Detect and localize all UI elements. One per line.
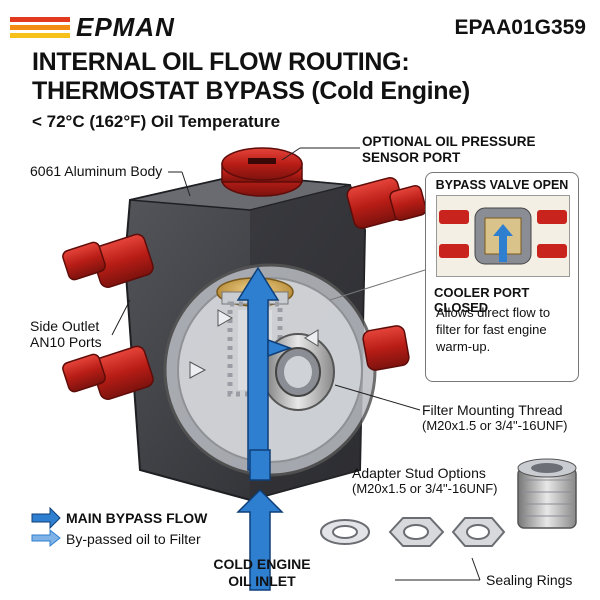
- cold-inlet-label: COLD ENGINE OIL INLET: [202, 556, 322, 590]
- product-sku: EPAA01G359: [454, 16, 586, 39]
- legend-bypassed-oil: By-passed oil to Filter: [66, 531, 201, 547]
- sensor-port-label-line-1: OPTIONAL OIL PRESSURE: [362, 134, 536, 149]
- main-bypass-flow-arrows: [236, 266, 293, 591]
- bypass-valve-inset: BYPASS VALVE OPEN COOLER PORT CLOSED All…: [425, 172, 579, 382]
- adapter-options-title: Adapter Stud Options: [352, 465, 486, 481]
- inset-title: BYPASS VALVE OPEN: [435, 178, 569, 192]
- adapter-options-label: Adapter Stud Options (M20x1.5 or 3/4"-16…: [352, 465, 498, 497]
- legend-main-arrow-icon: [31, 506, 61, 530]
- side-outlet-label: Side Outlet AN10 Ports: [30, 318, 102, 350]
- legend-bypassed-arrow-icon: [31, 528, 61, 548]
- inset-thermostat-icon: [436, 195, 570, 277]
- title-line-1: INTERNAL OIL FLOW ROUTING:: [32, 48, 410, 76]
- filter-thread-stud: [261, 333, 335, 411]
- temperature-subtitle: < 72°C (162°F) Oil Temperature: [32, 112, 281, 131]
- legend-main-bypass: MAIN BYPASS FLOW: [66, 510, 208, 526]
- an10-fittings: [62, 147, 427, 400]
- leader-lines: [111, 147, 481, 581]
- sealing-ring-icon: [320, 517, 506, 547]
- adapter-stud-icon: [517, 458, 577, 529]
- title-line-2: THERMOSTAT BYPASS (Cold Engine): [32, 77, 470, 105]
- inset-description: Allows direct flow to filter for fast en…: [436, 304, 576, 355]
- side-outlet-line-2: AN10 Ports: [30, 334, 102, 350]
- brand-logo: EPMAN: [10, 12, 175, 43]
- inset-desc-line-2: filter for fast engine: [436, 322, 547, 337]
- page-title: INTERNAL OIL FLOW ROUTING: THERMOSTAT BY…: [32, 48, 470, 106]
- sensor-port-label-line-2: SENSOR PORT: [362, 150, 461, 165]
- bypassed-oil-arrows: [189, 309, 319, 379]
- filter-thread-title: Filter Mounting Thread: [422, 402, 563, 418]
- cooler-port-status: COOLER PORT CLOSED: [434, 285, 530, 315]
- sealing-rings-label: Sealing Rings: [486, 572, 573, 588]
- adapter-options-spec: (M20x1.5 or 3/4"-16UNF): [352, 481, 498, 496]
- filter-thread-spec: (M20x1.5 or 3/4"-16UNF): [422, 418, 568, 433]
- inset-leader: [329, 269, 426, 301]
- brand-stripes-icon: [10, 17, 70, 38]
- side-outlet-line-1: Side Outlet: [30, 318, 100, 334]
- cold-inlet-line-1: COLD ENGINE: [213, 556, 311, 572]
- body-label: 6061 Aluminum Body: [30, 163, 163, 179]
- inset-desc-line-3: warm-up.: [436, 339, 491, 354]
- sensor-port-label: OPTIONAL OIL PRESSURE SENSOR PORT: [362, 134, 536, 166]
- cold-inlet-line-2: OIL INLET: [228, 573, 296, 589]
- pressure-sensor-plug-icon: [248, 158, 276, 164]
- filter-thread-label: Filter Mounting Thread (M20x1.5 or 3/4"-…: [422, 402, 568, 434]
- brand-name: EPMAN: [76, 12, 175, 42]
- inset-desc-line-1: Allows direct flow to: [436, 305, 551, 320]
